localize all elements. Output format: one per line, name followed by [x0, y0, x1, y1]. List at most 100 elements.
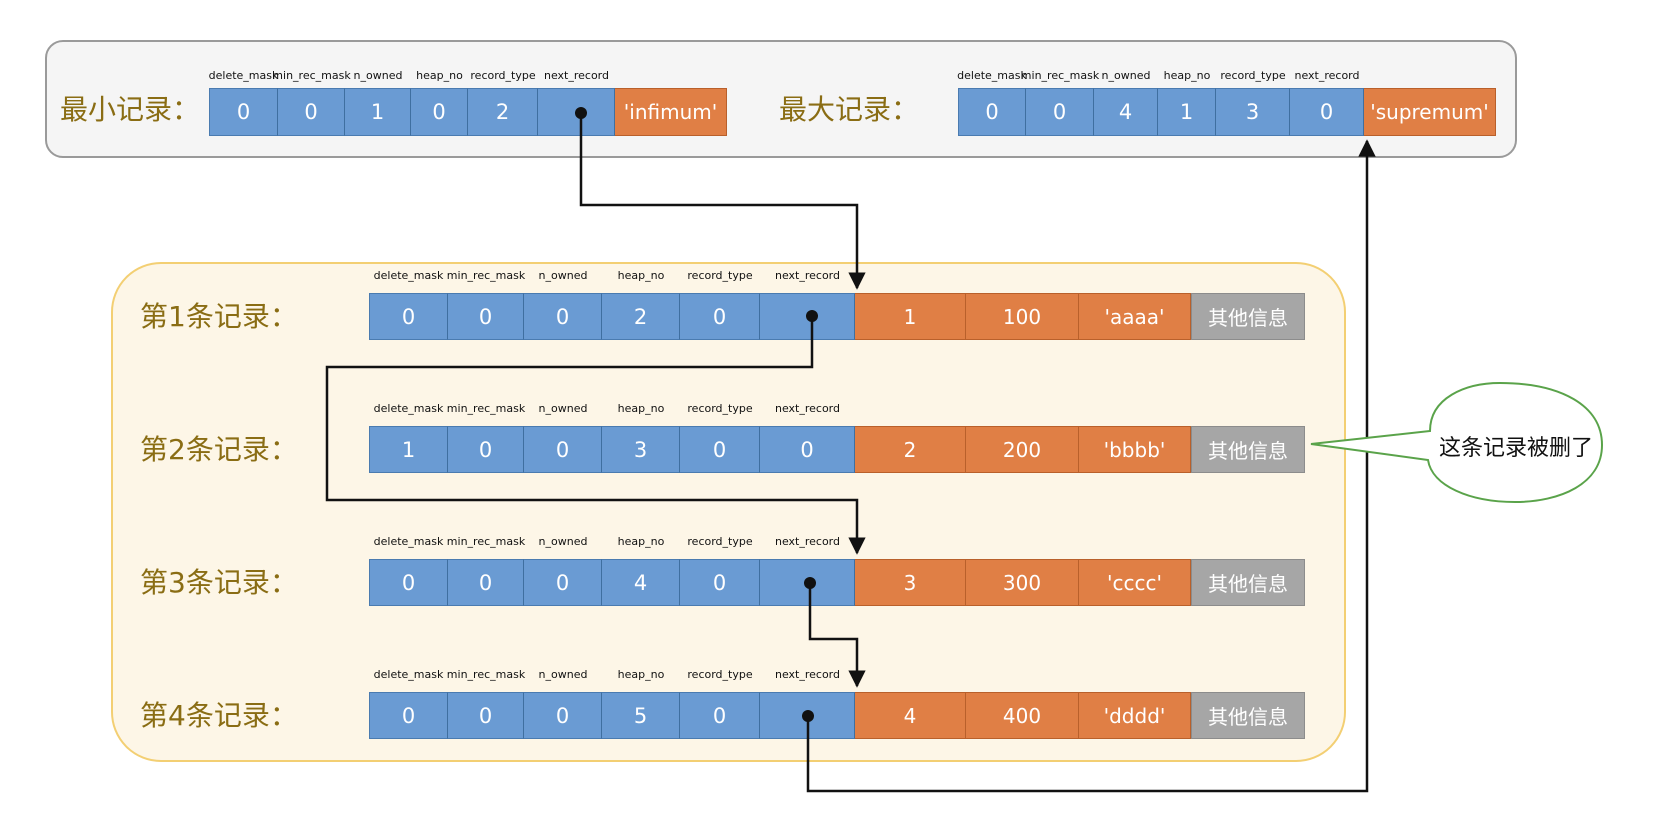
infimum-header-delete-mask: delete_mask — [208, 69, 279, 82]
record-4-data-2: 400 — [966, 692, 1079, 739]
record-3-other-info: 其他信息 — [1191, 559, 1305, 606]
record-4-field-delete-mask: 0 — [369, 692, 448, 739]
infimum-value: 'infimum' — [615, 88, 727, 136]
record-4-label: 第4条记录： — [140, 699, 298, 732]
record-4-field-heap-no: 5 — [602, 692, 680, 739]
record-4-header-record-type: record_type — [687, 668, 753, 681]
record-2-header-n-owned: n_owned — [538, 402, 588, 415]
callout-text: 这条记录被删了 — [1438, 436, 1593, 461]
record-4-data-1: 4 — [855, 692, 966, 739]
record-2-data-1: 2 — [855, 426, 966, 473]
supremum-field-min-rec-mask: 0 — [1026, 88, 1094, 136]
record-1-header-n-owned: n_owned — [538, 269, 588, 282]
supremum-field-heap-no: 1 — [1158, 88, 1216, 136]
record-1-data-1: 1 — [855, 293, 966, 340]
pointer-dot-record-3 — [804, 577, 816, 589]
record-3-data-3: 'cccc' — [1079, 559, 1191, 606]
record-2-field-record-type: 0 — [680, 426, 760, 473]
record-1-field-n-owned: 0 — [524, 293, 602, 340]
record-1-data-2: 100 — [966, 293, 1079, 340]
record-1-header-delete-mask: delete_mask — [373, 269, 444, 282]
record-3-field-record-type: 0 — [680, 559, 760, 606]
record-2-header-record-type: record_type — [687, 402, 753, 415]
record-4-other-info: 其他信息 — [1191, 692, 1305, 739]
record-4-header-delete-mask: delete_mask — [373, 668, 444, 681]
infimum-field-record-type: 2 — [468, 88, 538, 136]
record-4-field-record-type: 0 — [680, 692, 760, 739]
supremum-header-record-type: record_type — [1220, 69, 1286, 82]
record-4-field-n-owned: 0 — [524, 692, 602, 739]
record-3-data-2: 300 — [966, 559, 1079, 606]
record-2-field-n-owned: 0 — [524, 426, 602, 473]
record-4-header-heap-no: heap_no — [617, 668, 665, 681]
record-1-header-record-type: record_type — [687, 269, 753, 282]
record-3-field-n-owned: 0 — [524, 559, 602, 606]
infimum-field-min-rec-mask: 0 — [278, 88, 345, 136]
record-2-data-2: 200 — [966, 426, 1079, 473]
next-pointer-record-1 — [325, 316, 866, 555]
record-3-field-heap-no: 4 — [602, 559, 680, 606]
record-2-field-next-record: 0 — [760, 426, 855, 473]
infimum-header-next-record: next_record — [543, 69, 610, 82]
record-4-data-3: 'dddd' — [1079, 692, 1191, 739]
record-1-data-3: 'aaaa' — [1079, 293, 1191, 340]
record-1-label: 第1条记录： — [140, 300, 298, 333]
infimum-header-min-rec-mask: min_rec_mask — [272, 69, 351, 82]
record-1-field-record-type: 0 — [680, 293, 760, 340]
pointer-dot-record-1 — [806, 310, 818, 322]
record-2-header-delete-mask: delete_mask — [373, 402, 444, 415]
callout-bubble — [1310, 381, 1604, 504]
record-2-field-delete-mask: 1 — [369, 426, 448, 473]
record-2-header-min-rec-mask: min_rec_mask — [446, 402, 526, 415]
record-1-field-heap-no: 2 — [602, 293, 680, 340]
supremum-field-next-record: 0 — [1290, 88, 1364, 136]
record-2-header-heap-no: heap_no — [617, 402, 665, 415]
record-2-header-next-record: next_record — [774, 402, 841, 415]
record-3-data-1: 3 — [855, 559, 966, 606]
next-pointer-record-3 — [808, 583, 866, 688]
record-3-header-record-type: record_type — [687, 535, 753, 548]
supremum-header-n-owned: n_owned — [1101, 69, 1151, 82]
record-4-header-min-rec-mask: min_rec_mask — [446, 668, 526, 681]
record-1-other-info: 其他信息 — [1191, 293, 1305, 340]
next-pointer-infimum — [579, 113, 866, 290]
record-2-other-info: 其他信息 — [1191, 426, 1305, 473]
record-3-field-next-record — [760, 559, 855, 606]
record-2-field-min-rec-mask: 0 — [448, 426, 524, 473]
record-2-field-heap-no: 3 — [602, 426, 680, 473]
record-4-field-min-rec-mask: 0 — [448, 692, 524, 739]
record-3-field-min-rec-mask: 0 — [448, 559, 524, 606]
next-pointer-record-4 — [806, 139, 1376, 793]
supremum-header-next-record: next_record — [1294, 69, 1360, 82]
supremum-field-record-type: 3 — [1216, 88, 1290, 136]
record-1-header-heap-no: heap_no — [617, 269, 665, 282]
record-3-header-min-rec-mask: min_rec_mask — [446, 535, 526, 548]
record-1-field-delete-mask: 0 — [369, 293, 448, 340]
record-2-data-3: 'bbbb' — [1079, 426, 1191, 473]
infimum-label: 最小记录： — [60, 93, 201, 126]
record-3-field-delete-mask: 0 — [369, 559, 448, 606]
record-3-header-n-owned: n_owned — [538, 535, 588, 548]
infimum-field-n-owned: 1 — [345, 88, 411, 136]
supremum-field-n-owned: 4 — [1094, 88, 1158, 136]
infimum-header-record-type: record_type — [470, 69, 536, 82]
supremum-label: 最大记录： — [779, 93, 920, 126]
record-3-header-next-record: next_record — [774, 535, 841, 548]
pointer-dot-infimum — [575, 107, 587, 119]
record-4-header-next-record: next_record — [774, 668, 841, 681]
infimum-header-heap-no: heap_no — [416, 69, 463, 82]
supremum-header-delete-mask: delete_mask — [957, 69, 1027, 82]
user-records-panel — [111, 262, 1346, 762]
record-1-header-min-rec-mask: min_rec_mask — [446, 269, 526, 282]
infimum-field-delete-mask: 0 — [209, 88, 278, 136]
record-1-header-next-record: next_record — [774, 269, 841, 282]
pointer-dot-record-4 — [802, 710, 814, 722]
record-2-label: 第2条记录： — [140, 433, 298, 466]
supremum-field-delete-mask: 0 — [958, 88, 1026, 136]
record-4-header-n-owned: n_owned — [538, 668, 588, 681]
record-3-label: 第3条记录： — [140, 566, 298, 599]
supremum-value: 'supremum' — [1364, 88, 1496, 136]
record-3-header-heap-no: heap_no — [617, 535, 665, 548]
supremum-header-min-rec-mask: min_rec_mask — [1020, 69, 1100, 82]
